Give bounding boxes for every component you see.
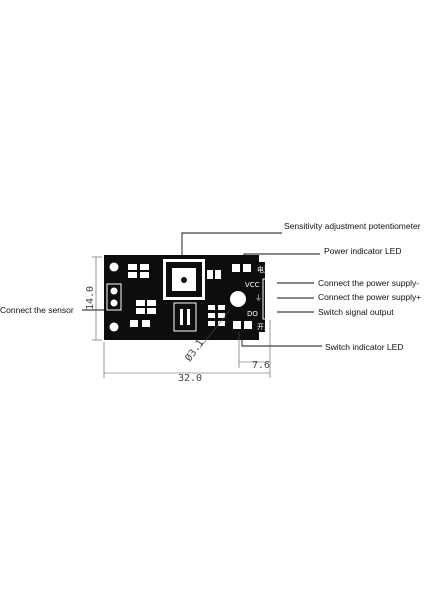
potentiometer: [163, 259, 205, 300]
mounting-hole-bottom-left: [109, 322, 119, 332]
silk-power: 电源: [257, 265, 271, 274]
ic-chip: [173, 302, 197, 332]
mounting-hole-top-left: [109, 262, 119, 272]
dim-width: 32.0: [178, 373, 202, 384]
dim-height: 14.0: [85, 286, 96, 310]
silk-gnd: ⏚: [255, 294, 262, 302]
dim-pin-offset: 7.6: [252, 360, 270, 371]
smd-pads-middle: [207, 270, 225, 326]
label-sensor: Connect the sensor: [0, 305, 74, 315]
silk-switch: 开关: [257, 322, 271, 331]
pcb-board: 电源 VCC ⏚ DO 开关: [104, 255, 278, 340]
label-power-led: Power indicator LED: [324, 246, 401, 256]
switch-led: [233, 321, 252, 329]
label-supply-plus: Connect the power supply+: [318, 292, 421, 302]
label-potentiometer: Sensitivity adjustment potentiometer: [284, 221, 421, 231]
label-switch-led: Switch indicator LED: [325, 342, 403, 352]
dim-hole: Ø3.1: [183, 337, 207, 364]
power-led: [232, 264, 251, 272]
silk-vcc: VCC: [245, 281, 260, 289]
silk-do: DO: [247, 310, 258, 318]
label-signal-output: Switch signal output: [318, 307, 394, 317]
output-header: [262, 278, 278, 320]
label-supply-minus: Connect the power supply-: [318, 278, 419, 288]
callout-lines: [82, 232, 322, 347]
sensor-header: [106, 283, 122, 311]
mounting-hole-right: [230, 291, 246, 307]
dimension-lines: [92, 256, 271, 378]
smd-pads-left: [128, 264, 156, 327]
